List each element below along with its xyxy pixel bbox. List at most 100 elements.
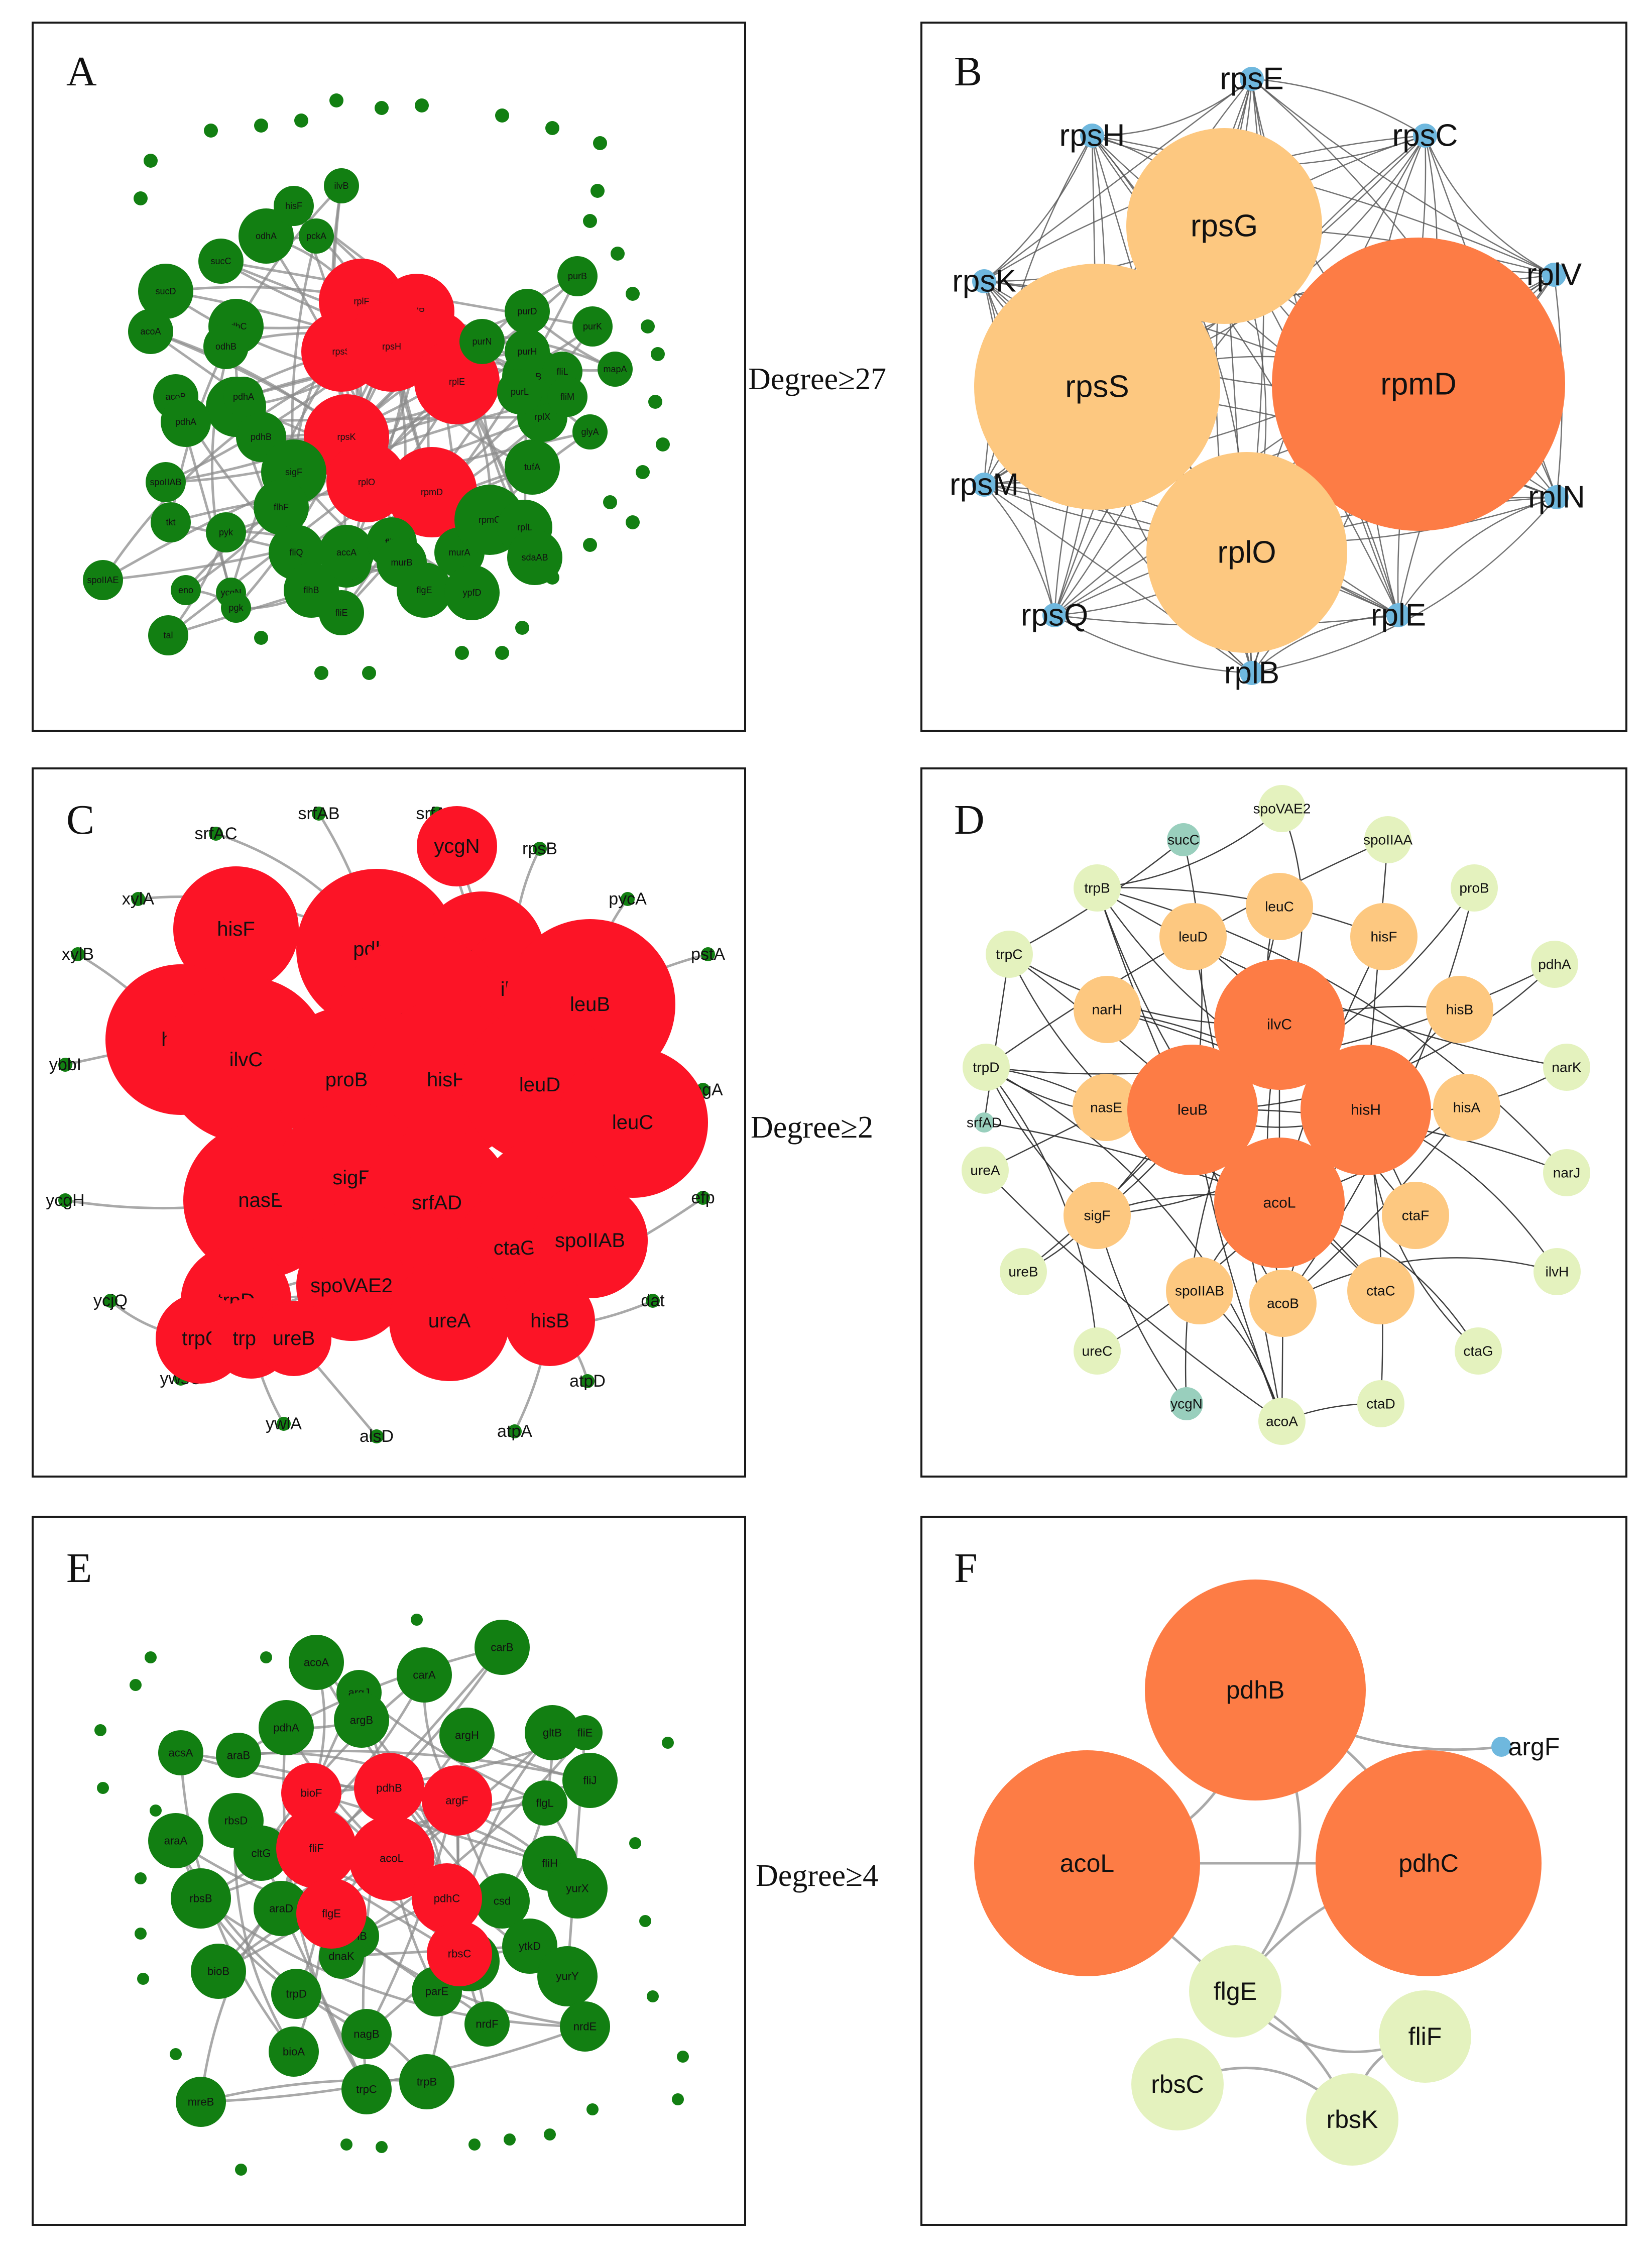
node-yury-label: yurY bbox=[556, 1970, 579, 1983]
node-rbsc-label: rbsC bbox=[1151, 2070, 1204, 2098]
node-pdhb-label: pdhB bbox=[376, 1782, 402, 1794]
node-trpd-circle bbox=[271, 1969, 321, 2019]
node-acoa: acoA bbox=[289, 1635, 344, 1690]
node-rpsh-circle bbox=[1080, 124, 1104, 148]
node-succ-circle bbox=[198, 239, 244, 284]
node-flif-circle bbox=[276, 1808, 357, 1888]
node-rpsc-circle bbox=[1413, 124, 1437, 148]
node-rpsh: rpsH bbox=[346, 301, 437, 392]
node-hisf-circle bbox=[1350, 903, 1418, 970]
network-b-edge bbox=[1092, 135, 1555, 276]
node-rbsb: rbsB bbox=[171, 1868, 231, 1929]
node-spovae2: spoVAE2 bbox=[1253, 785, 1311, 832]
network-a-minor-node bbox=[495, 108, 509, 123]
node-xyla: xylA bbox=[122, 889, 155, 909]
network-d-edge bbox=[1282, 1107, 1467, 1304]
node-pdhc-label: pdhC bbox=[1398, 1849, 1459, 1877]
node-mreb: mreB bbox=[176, 2077, 226, 2127]
node-flge-circle bbox=[296, 1878, 367, 1949]
node-rpsk-label: rpsK bbox=[952, 264, 1016, 299]
node-atpd-label: atpD bbox=[569, 1372, 606, 1391]
node-purd-label: purD bbox=[517, 306, 537, 316]
node-ureb-circle bbox=[1000, 1248, 1047, 1295]
node-ycjq: ycjQ bbox=[93, 1291, 128, 1310]
network-a-minor-node bbox=[648, 395, 662, 409]
node-flgl: flgL bbox=[522, 1780, 567, 1826]
node-leud: leuD bbox=[1159, 903, 1227, 970]
network-e-minor-node bbox=[544, 2128, 556, 2141]
node-flij-label: fliJ bbox=[583, 1774, 597, 1787]
panel-f-letter: F bbox=[954, 1545, 978, 1592]
node-nrde-circle bbox=[560, 2001, 610, 2052]
node-trpd-circle bbox=[963, 1044, 1010, 1091]
node-spovae2: spoVAE2 bbox=[296, 1230, 407, 1341]
node-hish-label: hisH bbox=[427, 1069, 467, 1091]
node-pyk-label: pyk bbox=[219, 527, 233, 537]
node-trpb: trpB bbox=[1074, 864, 1121, 912]
node-flge: flgE bbox=[296, 1878, 367, 1949]
node-trpb-label: trpB bbox=[1084, 880, 1110, 896]
node-ctad: ctaD bbox=[1357, 1380, 1404, 1427]
node-psta-circle bbox=[701, 947, 715, 961]
node-acoa-label: acoA bbox=[140, 326, 161, 336]
node-pyca-label: pycA bbox=[609, 889, 647, 909]
node-purn: purN bbox=[459, 319, 505, 364]
node-prob-label: proB bbox=[325, 1069, 368, 1091]
node-ureb-circle bbox=[256, 1301, 331, 1376]
node-flhf-label: flhF bbox=[274, 502, 289, 512]
node-ilvb-circle bbox=[324, 168, 359, 203]
node-ytkd-label: ytkD bbox=[519, 1940, 541, 1953]
node-flih-label: fliH bbox=[542, 1857, 558, 1870]
node-trpb-circle bbox=[399, 2054, 454, 2109]
node-leuc-label: leuC bbox=[612, 1111, 653, 1134]
network-e-minor-node bbox=[662, 1737, 674, 1749]
network-d-edge bbox=[1097, 887, 1384, 938]
node-dat-label: dat bbox=[641, 1291, 665, 1310]
node-hisb-circle bbox=[1426, 976, 1493, 1043]
node-argf-circle bbox=[422, 1765, 492, 1836]
node-leub-circle bbox=[1127, 1045, 1258, 1175]
node-pdha-circle bbox=[161, 397, 211, 447]
node-ureb-label: ureB bbox=[1008, 1264, 1038, 1280]
network-a-minor-node bbox=[515, 621, 529, 635]
node-spoiiab-circle bbox=[532, 1183, 648, 1298]
node-ywla-label: ywlA bbox=[266, 1414, 302, 1433]
network-e-minor-node bbox=[629, 1837, 641, 1849]
node-arab-circle bbox=[216, 1733, 261, 1778]
node-spoiiab-circle bbox=[146, 462, 186, 502]
node-nagb-circle bbox=[341, 2009, 392, 2059]
node-rpsg: rpsG bbox=[1126, 128, 1322, 324]
node-flim-label: fliM bbox=[560, 392, 574, 402]
node-flgl-circle bbox=[522, 1780, 567, 1826]
node-acob: acoB bbox=[1249, 1270, 1317, 1337]
node-acol-label: acoL bbox=[1060, 1849, 1114, 1877]
node-xylb-circle bbox=[71, 947, 85, 961]
node-spoiiab-label: spoIIAB bbox=[1175, 1283, 1224, 1299]
node-rplo-label: rplO bbox=[1217, 535, 1276, 570]
node-acol-label: acoL bbox=[1263, 1195, 1295, 1211]
node-eno: eno bbox=[171, 575, 201, 605]
network-a-minor-node bbox=[636, 465, 650, 479]
node-ycgn-label: ycgN bbox=[1170, 1396, 1203, 1412]
node-flie: fliE bbox=[319, 590, 364, 635]
node-pdhc: pdhC bbox=[1316, 1750, 1542, 1976]
node-urea: ureA bbox=[389, 1261, 510, 1381]
network-a-minor-node bbox=[362, 666, 376, 680]
network-e-minor-node bbox=[170, 2048, 182, 2060]
node-narh-label: narH bbox=[1092, 1002, 1123, 1018]
node-efp-circle bbox=[696, 1191, 710, 1205]
node-ilvc-label: ilvC bbox=[1267, 1017, 1292, 1033]
node-spoiiab: spoIIAB bbox=[1166, 1257, 1233, 1324]
node-rbsk-circle bbox=[1306, 2073, 1398, 2166]
node-ywla-circle bbox=[277, 1417, 291, 1431]
node-rpsk-label: rpsK bbox=[337, 432, 356, 442]
node-pdhc-circle bbox=[412, 1863, 482, 1934]
node-purk-circle bbox=[572, 306, 613, 347]
node-odha-circle bbox=[239, 208, 294, 264]
node-ctag-circle bbox=[1455, 1327, 1502, 1375]
node-xyla-label: xylA bbox=[122, 889, 155, 909]
node-flge-label: flgE bbox=[322, 1907, 341, 1920]
node-flif-circle bbox=[1379, 1990, 1471, 2083]
node-hisb-label: hisB bbox=[530, 1310, 569, 1332]
node-acoa-circle bbox=[289, 1635, 344, 1690]
